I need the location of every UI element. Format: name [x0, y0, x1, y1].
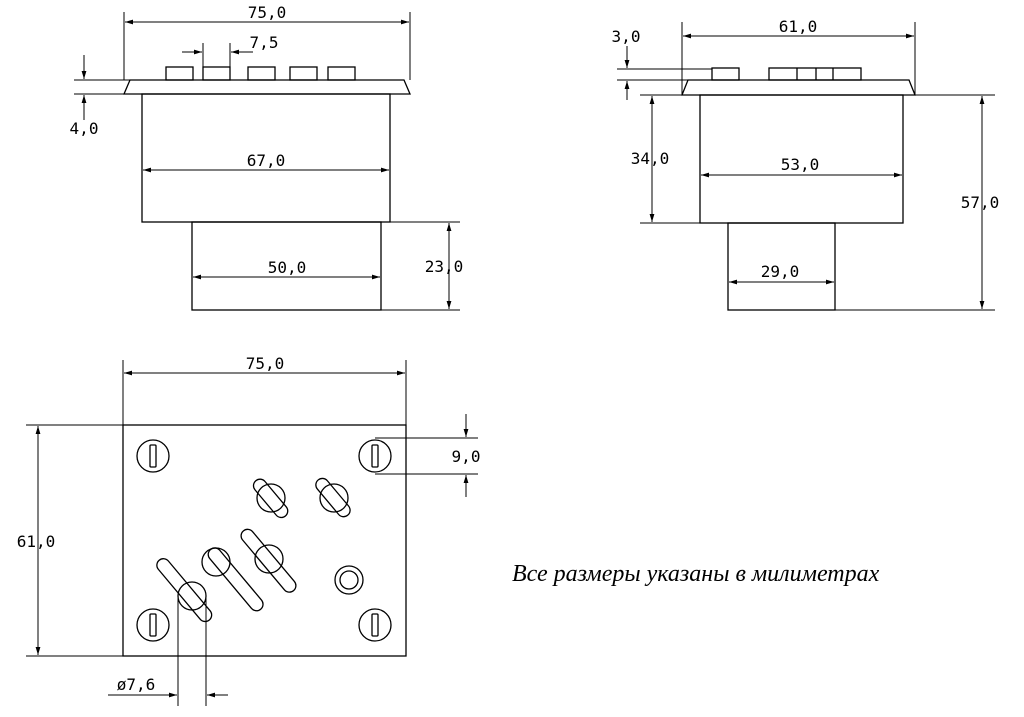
- units-note: Все размеры указаны в милиметрах: [512, 561, 880, 587]
- side-flange-label: 3,0: [612, 27, 641, 46]
- side-lower-body: [727, 222, 836, 311]
- side-width-label: 61,0: [779, 17, 818, 36]
- toggle-switch: [315, 477, 351, 518]
- front-view: 75,0 7,5 4,0 67,0 50,0 23,0: [70, 3, 464, 311]
- toggle-switch: [156, 558, 213, 623]
- front-body-width-label: 67,0: [247, 151, 286, 170]
- top-plate: [122, 424, 407, 657]
- knob-diameter-label: ø7,6: [117, 675, 156, 694]
- top-height-label: 61,0: [17, 532, 56, 551]
- front-buttons: [165, 66, 356, 81]
- side-flange: [681, 79, 916, 96]
- toggle-switch: [201, 547, 264, 612]
- toggle-switch: [252, 478, 289, 519]
- mounting-hole: [136, 439, 170, 473]
- front-flange-label: 4,0: [70, 119, 99, 138]
- slot-spacing-label: 9,0: [452, 447, 481, 466]
- mounting-hole: [136, 608, 170, 642]
- mounting-hole: [358, 608, 392, 642]
- side-buttons: [711, 67, 862, 81]
- front-lower-width-label: 50,0: [268, 258, 307, 277]
- side-body-height-label: 34,0: [631, 149, 670, 168]
- side-lower-width-label: 29,0: [761, 262, 800, 281]
- side-total-height-label: 57,0: [961, 193, 1000, 212]
- side-body-width-label: 53,0: [781, 155, 820, 174]
- front-lower-body: [191, 221, 382, 311]
- toggle-switch: [240, 528, 297, 593]
- front-flange: [123, 79, 411, 95]
- button-pitch-label: 7,5: [250, 33, 279, 52]
- front-lower-height-label: 23,0: [425, 257, 464, 276]
- front-width-label: 75,0: [248, 3, 287, 22]
- side-view: 61,0 3,0 34,0 53,0 29,0 57,0: [612, 17, 1000, 311]
- mounting-hole: [358, 439, 392, 473]
- top-view: 75,0 61,0 9,0 ø7,6: [17, 354, 481, 706]
- top-width-label: 75,0: [246, 354, 285, 373]
- indicator-lamp: [334, 565, 364, 595]
